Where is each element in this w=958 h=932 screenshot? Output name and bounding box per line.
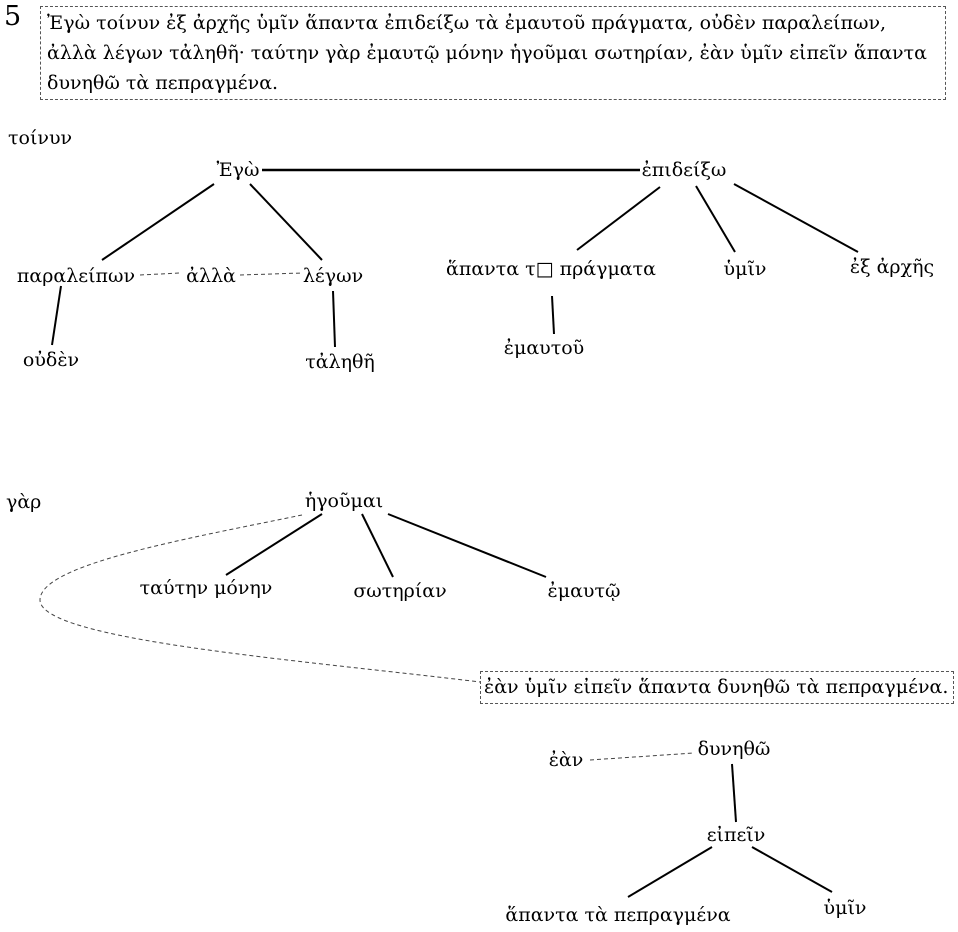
word-emautou: ἐμαυτοῦ bbox=[503, 337, 585, 359]
sentence-number: 5 bbox=[4, 1, 22, 32]
word-hapanta-pepragmena: ἅπαντα τὰ πεπραγμένα bbox=[505, 904, 731, 926]
link-eipein-hymin bbox=[751, 846, 833, 893]
greek-sentence: Ἐγὼ τοίνυν ἐξ ἀρχῆς ὑμῖν ἅπαντα ἐπιδείξω… bbox=[40, 6, 946, 100]
link-epideixo-ex-arches bbox=[733, 183, 859, 253]
dash-hegoumai-clause bbox=[39, 514, 481, 683]
section-label-toinun: τοίνυν bbox=[8, 127, 73, 149]
word-hymin-2: ὑμῖν bbox=[823, 897, 867, 919]
word-ex-arches: ἐξ ἀρχῆς bbox=[849, 256, 935, 278]
word-soterian: σωτηρίαν bbox=[353, 580, 447, 602]
word-ego: Ἐγὼ bbox=[216, 159, 260, 181]
word-ean: ἐὰν bbox=[548, 749, 584, 771]
link-ego-paraleipon bbox=[101, 183, 215, 261]
sentence-line: ἀλλὰ λέγων τἀληθῆ· ταύτην γὰρ ἐμαυτῷ μόν… bbox=[47, 42, 927, 64]
conditional-clause-box: ἐὰν ὑμῖν εἰπεῖν ἅπαντα δυνηθῶ τὰ πεπραγμ… bbox=[480, 671, 954, 704]
word-dynetho: δυνηθῶ bbox=[697, 738, 771, 760]
word-hapanta-pragmata: ἅπαντα τ□ πράγματα bbox=[446, 258, 656, 280]
word-alla: ἀλλὰ bbox=[186, 265, 236, 287]
word-epideixo: ἐπιδείξω bbox=[641, 159, 727, 181]
word-tauten-monen: ταύτην μόνην bbox=[139, 577, 273, 599]
word-hymin: ὑμῖν bbox=[723, 258, 767, 280]
word-eipein: εἰπεῖν bbox=[706, 824, 766, 846]
word-emauto: ἐμαυτῷ bbox=[547, 580, 621, 602]
dash-ean-dynetho bbox=[589, 752, 695, 761]
section-label-gar: γὰρ bbox=[6, 491, 42, 513]
sentence-line: δυνηθῶ τὰ πεπραγμένα. bbox=[47, 72, 279, 94]
link-ego-legon bbox=[249, 183, 323, 261]
link-dynetho-eipein bbox=[731, 763, 737, 823]
word-ouden: οὐδὲν bbox=[22, 349, 80, 371]
link-epideixo-hymin bbox=[695, 185, 736, 253]
link-hegoumai-tauten bbox=[225, 513, 323, 576]
link-eipein-hapanta bbox=[627, 846, 713, 898]
sentence-line: Ἐγὼ τοίνυν ἐξ ἀρχῆς ὑμῖν ἅπαντα ἐπιδείξω… bbox=[47, 12, 887, 34]
link-paraleipon-ouden bbox=[51, 285, 62, 346]
link-hegoumai-soterian bbox=[361, 513, 394, 578]
word-talethe: τἀληθῆ bbox=[305, 351, 375, 373]
dash-alla-legon bbox=[239, 272, 303, 276]
link-epideixo-hapanta bbox=[576, 186, 661, 251]
link-pragmata-emautou bbox=[551, 295, 555, 335]
word-paraleipon: παραλείπων bbox=[16, 265, 136, 287]
link-hegoumai-emauto bbox=[387, 513, 547, 578]
dash-paraleipon-alla bbox=[139, 272, 181, 276]
word-hegoumai: ἡγοῦμαι bbox=[304, 490, 384, 512]
word-legon: λέγων bbox=[302, 265, 364, 287]
link-legon-talethe bbox=[332, 290, 336, 348]
